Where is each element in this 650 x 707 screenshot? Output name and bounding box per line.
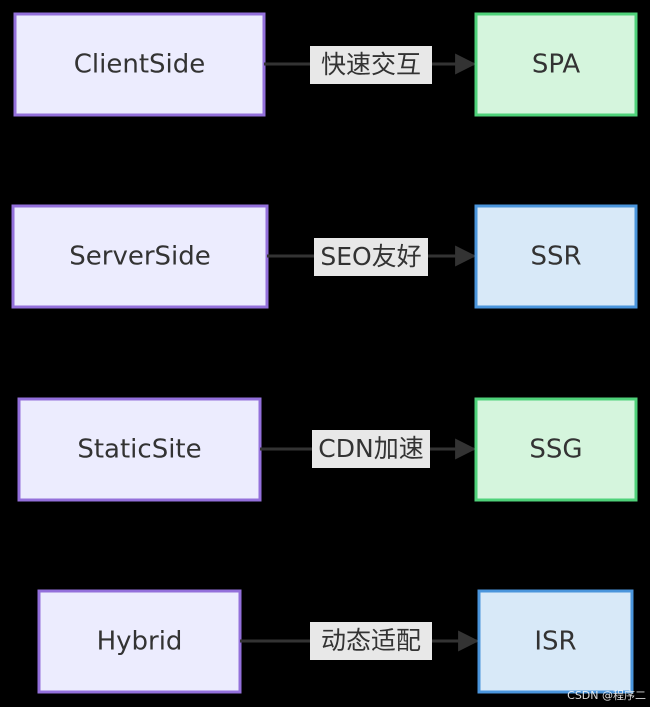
- watermark: CSDN @程序二: [567, 689, 646, 702]
- source-node-box[interactable]: [37, 589, 242, 694]
- edge-label-box: [312, 430, 430, 468]
- flow-row-static-site: StaticSite CDN加速 SSG: [17, 397, 638, 502]
- target-node-box[interactable]: [474, 204, 638, 309]
- source-node-box[interactable]: [11, 204, 269, 309]
- flow-row-server-side: ServerSide SEO友好 SSR: [11, 204, 638, 309]
- edge-label: SEO友好: [320, 242, 421, 271]
- edge-label: CDN加速: [318, 434, 423, 463]
- target-node-label: SSG: [529, 435, 582, 465]
- source-node-label: ServerSide: [69, 242, 211, 272]
- target-node-label: SPA: [532, 50, 581, 80]
- edge-label-box: [310, 46, 432, 84]
- flow-row-hybrid: Hybrid 动态适配 ISR: [37, 589, 634, 694]
- source-node-label: Hybrid: [97, 627, 183, 657]
- target-node-label: ISR: [534, 627, 576, 657]
- target-node-box[interactable]: [477, 589, 634, 694]
- edge-label-box: [314, 238, 428, 276]
- source-node-box[interactable]: [13, 12, 266, 117]
- source-node-label: ClientSide: [74, 50, 206, 80]
- target-node-label: SSR: [530, 242, 581, 272]
- source-node-label: StaticSite: [77, 435, 201, 465]
- flow-row-client-side: ClientSide 快速交互 SPA: [13, 12, 638, 117]
- edge-label: 动态适配: [321, 626, 421, 655]
- edge-label: 快速交互: [321, 50, 421, 79]
- edge-label-box: [310, 622, 432, 660]
- target-node-box[interactable]: [474, 12, 638, 117]
- target-node-box[interactable]: [474, 397, 638, 502]
